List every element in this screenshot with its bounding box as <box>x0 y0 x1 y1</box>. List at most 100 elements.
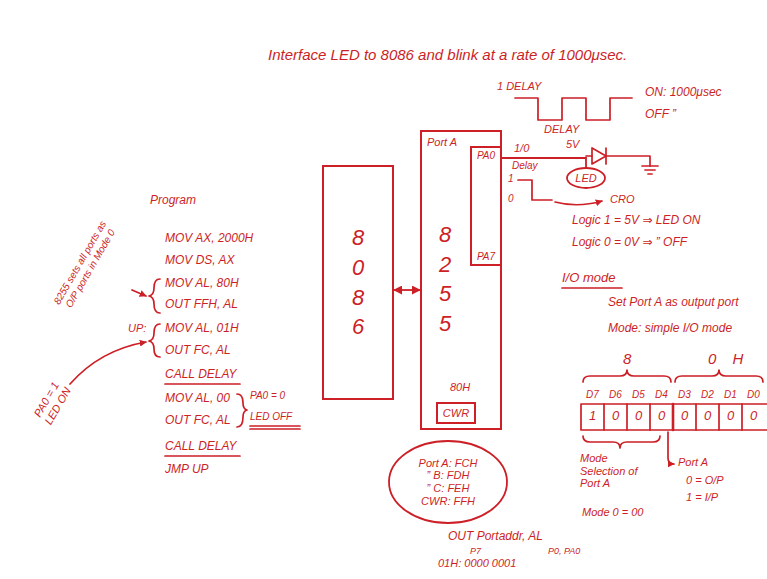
cwr-box: CWR <box>436 402 476 424</box>
underline <box>165 383 240 385</box>
bit-value: 0 <box>612 409 619 424</box>
waveform-label: Delay <box>512 160 538 172</box>
ellipse-outline-shape <box>567 168 605 188</box>
connector <box>394 289 420 291</box>
code-line: OUT FFH, AL <box>165 298 238 312</box>
waveform-label: DELAY <box>544 123 579 136</box>
port-address: ” B: FDH <box>427 469 470 482</box>
diode-symbol <box>592 148 606 164</box>
code-comment: LED OFF <box>250 411 292 423</box>
bit-header: D3 <box>678 389 691 401</box>
pointer-arrow <box>132 290 146 296</box>
logic-level: 0 <box>508 193 514 205</box>
waveform-label: 1 DELAY <box>497 80 541 93</box>
program-heading: Program <box>150 194 196 208</box>
voltage-label: 5V <box>566 138 579 151</box>
code-label: UP: <box>128 322 146 335</box>
bit-field-note: Mode 0 = 00 <box>582 506 643 519</box>
bit-value: 0 <box>704 409 711 424</box>
bit-header: D6 <box>609 389 622 401</box>
code-line: CALL DELAY <box>165 440 237 454</box>
code-line: CALL DELAY <box>165 368 237 382</box>
bit-value: 0 <box>658 409 665 424</box>
bit-field-note: Mode Selection of Port A <box>580 452 652 490</box>
chip-name: 8255 <box>434 220 456 339</box>
pointer-arrow <box>555 201 602 205</box>
square-waveform <box>515 98 632 120</box>
bit-field-note: Port A <box>678 456 708 469</box>
port-address: CWR: FFH <box>421 495 475 508</box>
device-name: LED <box>575 172 596 185</box>
bit-register <box>581 404 767 430</box>
chip-name: 8086 <box>347 223 369 342</box>
port-name: Port A <box>427 136 457 149</box>
wire <box>606 156 650 166</box>
bit-value: 0 <box>681 409 688 424</box>
code-line: MOV AL, 01H <box>165 322 239 336</box>
binary-value: 01H: 0000 0001 <box>438 557 516 570</box>
underline <box>165 455 240 457</box>
hex-digit: 8 <box>623 350 631 367</box>
bit-value: 0 <box>727 409 734 424</box>
underline <box>250 426 300 429</box>
cpu-block: 8086 <box>322 165 394 400</box>
bit-header: D1 <box>724 389 737 401</box>
bit-header: D7 <box>586 389 599 401</box>
instruction-format: OUT Portaddr, AL <box>448 530 543 544</box>
nibble-divider <box>672 404 675 430</box>
bit-dividers <box>604 404 742 430</box>
logic-level: 1 <box>508 173 514 185</box>
bit-field-note: 1 = I/P <box>686 491 718 504</box>
bit-header: D4 <box>655 389 668 401</box>
pin-name: PA0 <box>477 150 495 162</box>
ground-symbol <box>642 166 658 174</box>
brace <box>583 370 671 382</box>
brace <box>149 279 160 313</box>
port-address-circle: Port A: FCH” B: FDH” C: FEHCWR: FFH <box>388 440 508 524</box>
side-note: PA0 = 1 LED ON <box>29 375 75 429</box>
logic-note: Logic 0 = 0V ⇒ ” OFF <box>572 236 687 250</box>
wire <box>586 155 592 157</box>
led-circle: LED <box>566 167 606 189</box>
pointer-arrow <box>70 342 146 384</box>
register-name: CWR <box>443 407 469 420</box>
code-line: MOV AL, 00 <box>165 392 230 406</box>
ellipse-outline-shape <box>389 441 507 523</box>
logic-note: Logic 1 = 5V ⇒ LED ON <box>572 214 700 228</box>
bit-field-note: 0 = O/P <box>686 474 724 487</box>
bit-position: P7 <box>470 546 481 556</box>
port-address: Port A: FCH <box>419 457 478 470</box>
code-line: JMP UP <box>165 463 209 477</box>
mode-note: Set Port A as output port <box>608 296 739 310</box>
pointer-arrow <box>668 432 674 464</box>
mode-note: Mode: simple I/O mode <box>608 322 732 336</box>
brace <box>675 370 763 382</box>
title-text: Interface LED to 8086 and blink at a rat… <box>268 46 627 63</box>
connector-label: 1/0 <box>514 142 529 155</box>
bit-header: D2 <box>701 389 714 401</box>
control-word: 80H <box>450 381 470 394</box>
instrument-label: CRO <box>610 193 634 206</box>
bit-header: D5 <box>632 389 645 401</box>
timing-note: ON: 1000μsec <box>645 86 722 100</box>
pin-name: PA7 <box>477 251 495 263</box>
underline <box>562 287 622 289</box>
brace <box>237 394 247 427</box>
hex-digit: 0 <box>708 350 716 367</box>
brace <box>583 436 660 448</box>
bit-value: 0 <box>750 409 757 424</box>
code-line: MOV AX, 2000H <box>165 232 253 246</box>
bit-value: 0 <box>635 409 642 424</box>
timing-note: OFF ” <box>645 108 676 122</box>
bit-value: 1 <box>589 409 596 424</box>
side-note: 8255 sets all ports as O/P ports in Mode… <box>50 216 120 314</box>
square-waveform <box>518 180 552 200</box>
code-line: MOV DS, AX <box>165 254 235 268</box>
bit-header: D0 <box>747 389 760 401</box>
code-line: OUT FC, AL <box>165 344 231 358</box>
brace <box>149 324 160 357</box>
code-line: OUT FC, AL <box>165 414 231 428</box>
hex-digit: H <box>733 350 744 367</box>
section-heading: I/O mode <box>562 271 615 286</box>
bit-position: P0, PA0 <box>548 546 580 556</box>
